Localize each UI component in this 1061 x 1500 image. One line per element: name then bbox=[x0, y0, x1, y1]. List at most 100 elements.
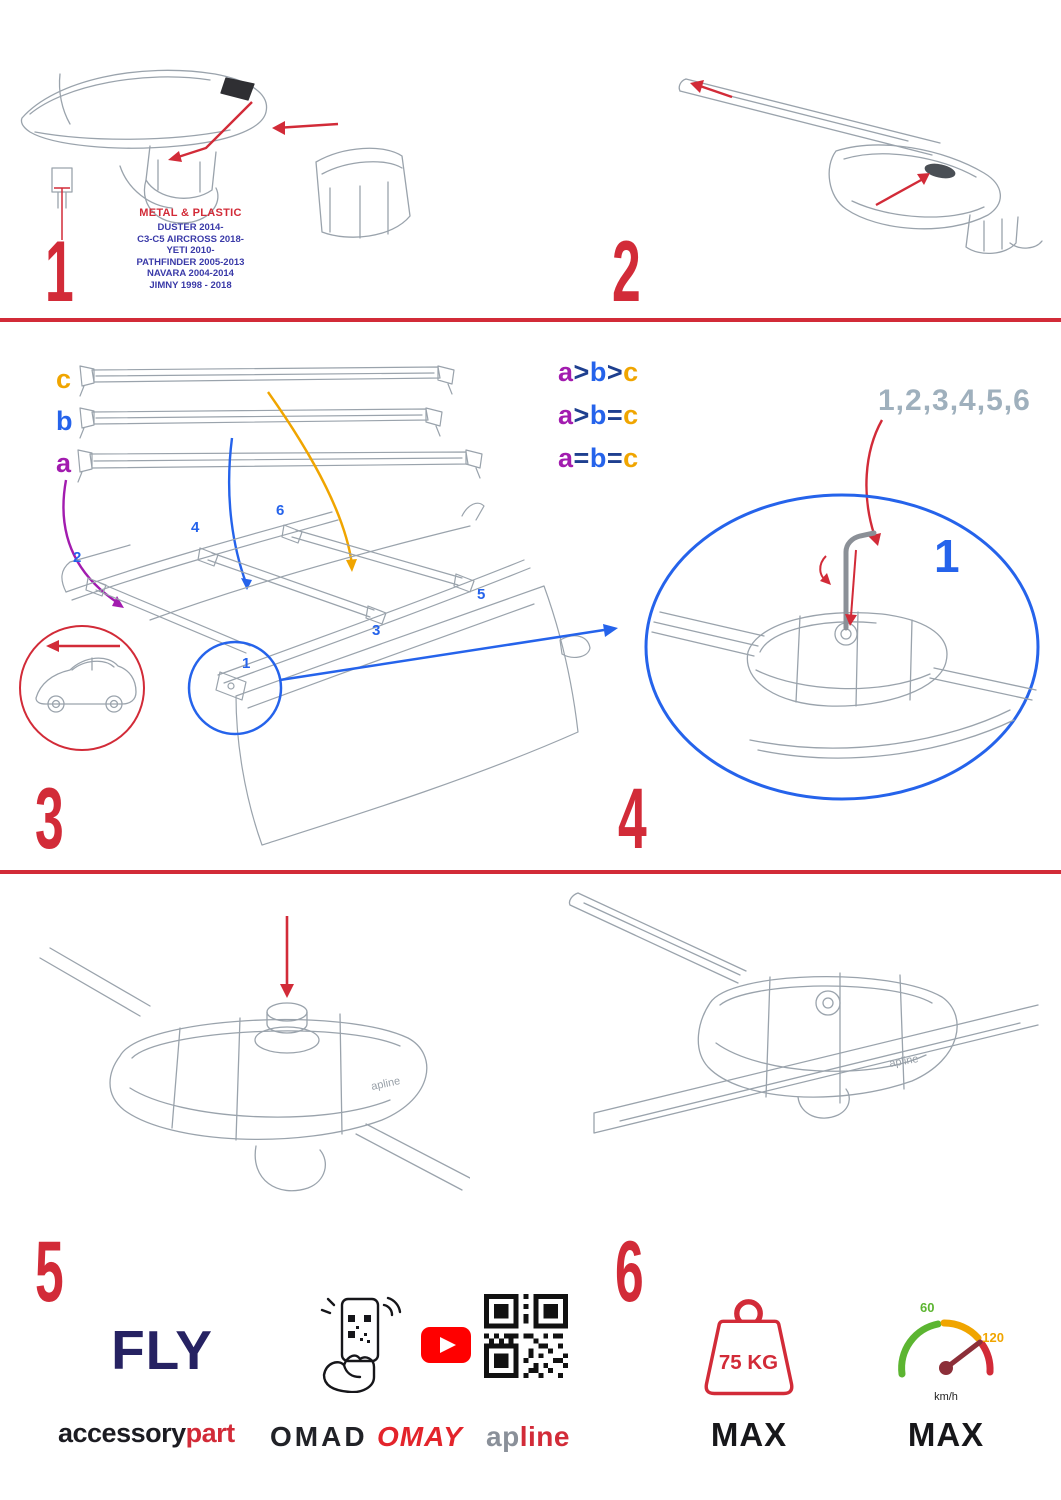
arrowhead bbox=[272, 121, 285, 135]
accessorypart-logo: accessorypart bbox=[58, 1418, 235, 1449]
formula-operator: > bbox=[573, 400, 590, 430]
model-item: YETI 2010- bbox=[166, 245, 215, 256]
youtube-icon bbox=[421, 1327, 471, 1363]
weight-value: 75 KG bbox=[719, 1351, 778, 1374]
step2-number: 2 bbox=[612, 224, 641, 320]
speed-max-label: MAX bbox=[907, 1416, 985, 1453]
step1-arrows bbox=[54, 101, 339, 240]
arrowhead bbox=[346, 559, 357, 572]
formula-letter-c: c bbox=[623, 400, 639, 430]
step6-number: 6 bbox=[615, 1224, 644, 1320]
zoom-source-circle bbox=[187, 640, 283, 736]
step2-arrows bbox=[690, 80, 930, 207]
formula-row-3: a=b=c bbox=[558, 444, 639, 472]
car-roof-line-art bbox=[61, 502, 591, 846]
foot-with-cap-line-art bbox=[39, 947, 470, 1192]
arrowhead bbox=[241, 578, 252, 590]
brand-mark-on-foot: apline bbox=[888, 1053, 919, 1070]
arrowhead bbox=[845, 614, 857, 626]
arrowhead bbox=[46, 640, 59, 652]
formula-letter-b: b bbox=[589, 357, 607, 387]
hand bbox=[322, 1354, 376, 1393]
roof-bars-layout-diagram: c b a bbox=[19, 364, 618, 846]
bar-label-b: b bbox=[56, 406, 73, 436]
clamp-exploded-diagram bbox=[20, 69, 411, 240]
cover-cap bbox=[266, 1002, 308, 1022]
speed-unit-label: km/h bbox=[934, 1391, 958, 1403]
formula-letter-b: b bbox=[589, 400, 607, 430]
position-3: 3 bbox=[372, 622, 380, 639]
fly-logo: FLY bbox=[111, 1319, 213, 1381]
speedometer-needle bbox=[943, 1339, 983, 1371]
apline-logo-line: line bbox=[519, 1421, 570, 1452]
position-4: 4 bbox=[191, 519, 200, 536]
formula-operator: = bbox=[573, 443, 590, 473]
formula-operator: = bbox=[606, 443, 624, 473]
formula-letter-a: a bbox=[558, 400, 574, 430]
model-item: NAVARA 2004-2014 bbox=[147, 268, 234, 279]
material-label: METAL & PLASTIC bbox=[139, 207, 242, 219]
rubber-pad bbox=[220, 77, 255, 101]
mounted-foot-line-art bbox=[568, 892, 1039, 1134]
zoom-link-line bbox=[279, 628, 605, 682]
first-position-callout: 1 bbox=[934, 530, 960, 582]
cover-piece bbox=[315, 147, 411, 239]
tightening-detail-diagram: 1,2,3,4,5,6 1 bbox=[644, 384, 1040, 801]
clamp-bolt bbox=[51, 167, 73, 209]
section-divider bbox=[0, 318, 1061, 322]
speed-low-label: 60 bbox=[920, 1300, 934, 1315]
phone-scan-icon bbox=[320, 1296, 402, 1393]
arrowhead bbox=[112, 596, 124, 608]
bar-slot bbox=[924, 163, 956, 179]
bar-end-line-art bbox=[20, 69, 411, 239]
weight-max-label: MAX bbox=[710, 1416, 788, 1453]
allen-key bbox=[843, 530, 877, 631]
vehicle-model-list: DUSTER 2014- C3-C5 AIRCROSS 2018- YETI 2… bbox=[63, 222, 318, 291]
formula-letter-a: a bbox=[558, 443, 574, 473]
accessorypart-logo-accessory: accessory bbox=[58, 1418, 186, 1448]
section-divider bbox=[0, 870, 1061, 874]
apline-logo-ap: ap bbox=[486, 1421, 520, 1452]
qr-code bbox=[484, 1294, 568, 1378]
formula-operator: > bbox=[573, 357, 590, 387]
zoom-circle bbox=[644, 493, 1040, 801]
press-down-arrow bbox=[850, 549, 857, 617]
bar-slot-diagram bbox=[678, 78, 1043, 254]
arrowhead bbox=[603, 624, 618, 637]
play-triangle bbox=[440, 1337, 456, 1353]
tightening-order-numbers: 1 2 3 4 5 6 bbox=[73, 502, 485, 672]
step4-number: 4 bbox=[618, 771, 647, 867]
formula-letter-a: a bbox=[558, 357, 574, 387]
phone-qr-pixels bbox=[348, 1315, 371, 1343]
antenna-fin bbox=[461, 502, 485, 521]
omay-logo: OMAY bbox=[377, 1421, 463, 1452]
speed-high-label: 120 bbox=[982, 1330, 1004, 1345]
step3-number: 3 bbox=[35, 771, 64, 867]
accessorypart-logo-part: part bbox=[185, 1418, 236, 1448]
formula-letter-b: b bbox=[589, 443, 607, 473]
formula-operator: = bbox=[606, 400, 624, 430]
formula-row-1: a>b>c bbox=[558, 358, 639, 386]
arrowhead bbox=[280, 984, 294, 998]
position-6: 6 bbox=[276, 502, 284, 519]
position-1: 1 bbox=[242, 655, 250, 672]
weight-limit-icon: 75 KG bbox=[704, 1299, 794, 1396]
mounted-foot-diagram: apline bbox=[568, 892, 1039, 1134]
arrowhead bbox=[820, 573, 831, 585]
arrowhead bbox=[868, 533, 881, 546]
step1-number: 1 bbox=[45, 224, 74, 320]
model-item: PATHFINDER 2005-2013 bbox=[136, 256, 245, 268]
colored-placement-arrows bbox=[62, 391, 357, 608]
sequence-arrow bbox=[865, 419, 884, 535]
step5-number: 5 bbox=[35, 1224, 64, 1320]
bar-label-a: a bbox=[56, 448, 72, 478]
model-item: DUSTER 2014- bbox=[157, 222, 224, 233]
position-5: 5 bbox=[477, 586, 485, 603]
windshield bbox=[235, 585, 579, 846]
brand-mark-on-foot: apline bbox=[370, 1075, 401, 1093]
arrowhead bbox=[168, 151, 182, 162]
apline-logo: apline bbox=[486, 1421, 570, 1453]
cap-press-diagram: apline bbox=[39, 916, 470, 1192]
leader-line bbox=[54, 187, 70, 240]
